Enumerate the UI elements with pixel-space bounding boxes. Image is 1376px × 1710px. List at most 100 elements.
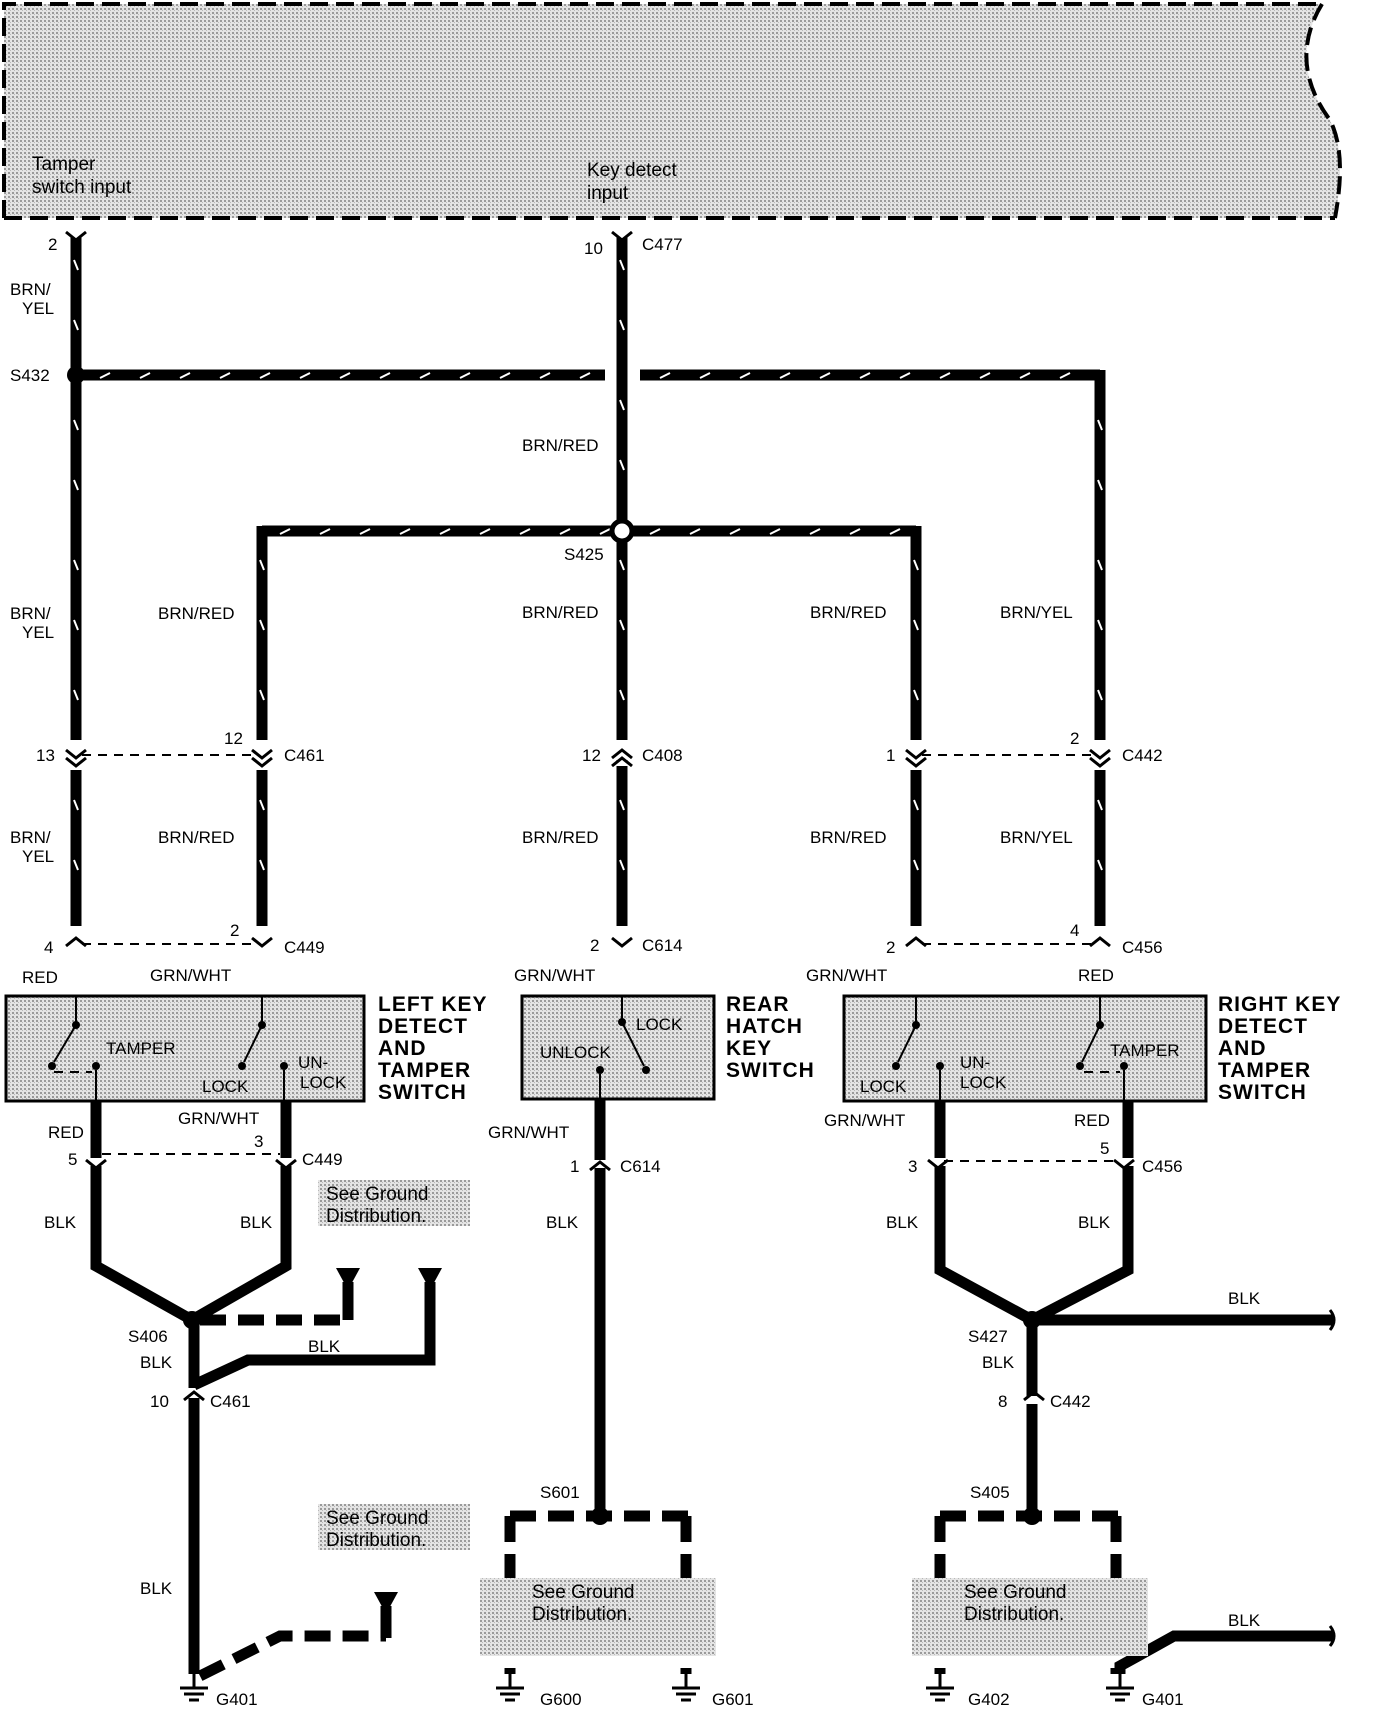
control-module: Tamper switch input Key detect input	[2, 2, 1342, 220]
pin-label: 10	[150, 1392, 169, 1411]
left-caption-5: SWITCH	[378, 1081, 467, 1104]
wire-label: BRN/RED	[522, 828, 599, 847]
splice-label: S601	[540, 1483, 580, 1502]
pin-label: 4	[1070, 921, 1079, 940]
wire-label: BRN/	[10, 828, 51, 847]
gd-note-2b: Distribution.	[326, 1530, 426, 1551]
right-caption-4: TAMPER	[1218, 1059, 1311, 1082]
pin-label: 12	[582, 746, 601, 765]
gd-note-3a: See Ground	[532, 1582, 634, 1603]
rear-switch-caption: REAR HATCH KEY SWITCH	[726, 993, 815, 1082]
wire-label: GRN/WHT	[824, 1111, 905, 1130]
splice-label: S427	[968, 1327, 1008, 1346]
pin-label: 2	[230, 921, 239, 940]
ground-label: G601	[712, 1690, 754, 1709]
right-unlock-2: LOCK	[960, 1073, 1007, 1092]
splice-label: S432	[10, 366, 50, 385]
connector-label: C461	[284, 746, 325, 765]
wire-label: BRN/RED	[158, 828, 235, 847]
rear-unlock-label: UNLOCK	[540, 1043, 612, 1062]
wire-label: BLK	[546, 1213, 579, 1232]
tamper-label: TAMPER	[106, 1039, 176, 1058]
pin-label: 10	[584, 239, 603, 258]
wire-label: BLK	[140, 1579, 173, 1598]
gd-note-4a: See Ground	[964, 1582, 1066, 1603]
ground-icon	[1106, 1674, 1134, 1702]
pin-label: 3	[254, 1132, 263, 1151]
left-caption-1: LEFT KEY	[378, 993, 488, 1016]
wire-label: BLK	[1228, 1611, 1261, 1630]
connector-label: C449	[284, 938, 325, 957]
pin-label: 3	[908, 1157, 917, 1176]
wire-label: BLK	[308, 1337, 341, 1356]
splice-label: S406	[128, 1327, 168, 1346]
ground-symbols	[180, 1674, 1134, 1702]
wire-label: BRN/RED	[810, 828, 887, 847]
splice-labels: S432 S425 S406 S427 S601 S405	[10, 366, 1010, 1502]
left-caption-4: TAMPER	[378, 1059, 471, 1082]
pin-label: 12	[224, 729, 243, 748]
right-caption-5: SWITCH	[1218, 1081, 1307, 1104]
pin-label: 2	[886, 938, 895, 957]
pin-label: 8	[998, 1392, 1007, 1411]
gd-note-1a: See Ground	[326, 1184, 428, 1205]
pin-label: 2	[1070, 729, 1079, 748]
ground-notes: See Ground Distribution. See Ground Dist…	[318, 1180, 1148, 1656]
pin-labels: 2 10 13 12 12 1 2 4 2 2 2 4 5 3 1 3 5 10…	[36, 235, 1109, 1411]
right-switch: LOCK UN- LOCK TAMPER	[842, 994, 1208, 1103]
wire-label: GRN/WHT	[150, 966, 231, 985]
right-lock-label: LOCK	[860, 1077, 907, 1096]
wire-label: BLK	[240, 1213, 273, 1232]
ground-label: G600	[540, 1690, 582, 1709]
right-switch-caption: RIGHT KEY DETECT AND TAMPER SWITCH	[1218, 993, 1341, 1104]
rear-caption-1: REAR	[726, 993, 790, 1016]
pin-label: 4	[44, 938, 53, 957]
right-caption-3: AND	[1218, 1037, 1267, 1060]
splice-label: S425	[564, 545, 604, 564]
unlock-label-2: LOCK	[300, 1073, 347, 1092]
unlock-label-1: UN-	[298, 1053, 328, 1072]
right-caption-1: RIGHT KEY	[1218, 993, 1341, 1016]
gd-note-2a: See Ground	[326, 1508, 428, 1529]
gd-note-1b: Distribution.	[326, 1206, 426, 1227]
wire-label: BRN/	[10, 280, 51, 299]
splice-label: S405	[970, 1483, 1010, 1502]
connector-label: C456	[1122, 938, 1163, 957]
wire-label: GRN/WHT	[488, 1123, 569, 1142]
right-unlock-1: UN-	[960, 1053, 990, 1072]
connector-label: C477	[642, 235, 683, 254]
wire-color-labels: BRN/ YEL BRN/RED BRN/ YEL BRN/RED BRN/RE…	[10, 280, 1261, 1630]
key-detect-line1: Key detect	[587, 160, 677, 181]
gd-note-3b: Distribution.	[532, 1604, 632, 1625]
left-caption-2: DETECT	[378, 1015, 468, 1038]
right-caption-2: DETECT	[1218, 1015, 1308, 1038]
connector-label: C461	[210, 1392, 251, 1411]
wire-label: YEL	[22, 623, 54, 642]
connector-label: C449	[302, 1150, 343, 1169]
ground-labels: G401 G600 G601 G402 G401	[216, 1690, 1184, 1709]
wire-label: GRN/WHT	[178, 1109, 259, 1128]
splices-lower	[183, 1311, 1041, 1525]
key-detect-line2: input	[587, 183, 629, 204]
connector-label: C442	[1050, 1392, 1091, 1411]
splices-upper	[67, 366, 635, 544]
connector-label: C614	[642, 936, 683, 955]
ground-label: G401	[216, 1690, 258, 1709]
pin-label: 5	[68, 1150, 77, 1169]
left-switch: TAMPER LOCK UN- LOCK	[4, 994, 366, 1103]
wire-label: BLK	[140, 1353, 173, 1372]
wire-label: YEL	[22, 299, 54, 318]
rear-caption-2: HATCH	[726, 1015, 803, 1038]
gd-note-4b: Distribution.	[964, 1604, 1064, 1625]
rear-switch: LOCK UNLOCK	[520, 994, 716, 1101]
wire-label: RED	[1078, 966, 1114, 985]
pin-label: 1	[886, 746, 895, 765]
wire-label: BRN/RED	[810, 603, 887, 622]
tamper-input-line2: switch input	[32, 177, 132, 198]
left-switch-caption: LEFT KEY DETECT AND TAMPER SWITCH	[378, 993, 488, 1104]
wire-label: BLK	[886, 1213, 919, 1232]
rear-caption-4: SWITCH	[726, 1059, 815, 1082]
ground-icon	[926, 1674, 954, 1702]
pin-label: 13	[36, 746, 55, 765]
wire-label: BLK	[44, 1213, 77, 1232]
